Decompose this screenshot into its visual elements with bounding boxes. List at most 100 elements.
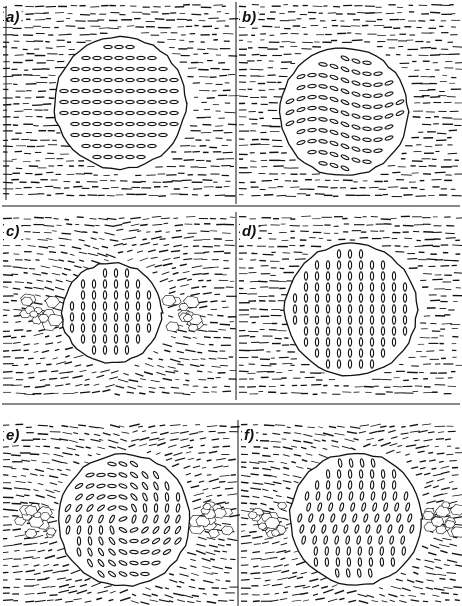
matrix-foliation-mark	[221, 588, 227, 589]
matrix-foliation-mark	[35, 6, 44, 7]
matrix-foliation-mark	[420, 594, 425, 595]
matrix-foliation-mark	[120, 590, 128, 593]
matrix-foliation-mark	[323, 589, 333, 593]
matrix-foliation-mark	[28, 246, 36, 247]
panel-d	[239, 216, 462, 394]
matrix-foliation-mark	[455, 565, 462, 566]
matrix-foliation-mark	[179, 567, 186, 569]
matrix-foliation-mark	[263, 254, 274, 255]
matrix-foliation-mark	[32, 105, 43, 106]
matrix-foliation-mark	[453, 517, 462, 519]
matrix-foliation-mark	[192, 499, 201, 502]
matrix-foliation-mark	[332, 585, 338, 587]
matrix-foliation-mark	[122, 238, 131, 239]
matrix-foliation-mark	[80, 392, 90, 393]
matrix-foliation-mark	[339, 598, 344, 599]
matrix-foliation-mark	[319, 454, 328, 457]
matrix-foliation-mark	[98, 427, 104, 428]
matrix-foliation-mark	[179, 581, 184, 583]
matrix-foliation-mark	[140, 602, 149, 604]
matrix-foliation-mark	[420, 468, 426, 469]
matrix-foliation-mark	[224, 245, 234, 246]
matrix-foliation-mark	[11, 455, 21, 456]
matrix-foliation-mark	[27, 283, 32, 284]
matrix-foliation-mark	[241, 580, 250, 581]
matrix-foliation-mark	[413, 572, 418, 574]
matrix-foliation-mark	[199, 588, 205, 589]
matrix-foliation-mark	[176, 230, 181, 231]
matrix-foliation-mark	[14, 330, 23, 331]
matrix-foliation-mark	[241, 536, 251, 537]
matrix-foliation-mark	[66, 26, 76, 27]
matrix-foliation-mark	[192, 595, 199, 596]
matrix-foliation-mark	[382, 601, 388, 602]
strain-shadow-grain	[45, 297, 60, 308]
matrix-foliation-mark	[165, 371, 175, 373]
matrix-foliation-mark	[452, 475, 459, 476]
matrix-foliation-mark	[434, 559, 441, 560]
matrix-foliation-mark	[435, 601, 441, 602]
matrix-foliation-mark	[62, 453, 72, 455]
matrix-foliation-mark	[84, 385, 89, 386]
matrix-foliation-mark	[283, 447, 293, 449]
matrix-foliation-mark	[72, 247, 81, 249]
matrix-foliation-mark	[77, 217, 84, 218]
matrix-foliation-mark	[430, 97, 440, 98]
matrix-foliation-mark	[129, 380, 139, 382]
matrix-foliation-mark	[43, 453, 50, 454]
panel-label-b: b)	[242, 9, 256, 26]
matrix-foliation-mark	[218, 358, 228, 359]
matrix-foliation-mark	[170, 425, 181, 426]
matrix-foliation-mark	[193, 466, 200, 468]
matrix-foliation-mark	[91, 238, 97, 240]
matrix-foliation-mark	[165, 595, 174, 598]
matrix-foliation-mark	[223, 446, 230, 447]
matrix-foliation-mark	[223, 152, 233, 153]
matrix-foliation-mark	[391, 437, 397, 439]
matrix-foliation-mark	[425, 566, 434, 569]
matrix-foliation-mark	[87, 592, 91, 593]
matrix-foliation-mark	[430, 545, 439, 548]
matrix-foliation-mark	[99, 239, 104, 240]
matrix-foliation-mark	[137, 251, 143, 253]
matrix-foliation-mark	[153, 351, 158, 353]
matrix-foliation-mark	[401, 573, 406, 575]
matrix-foliation-mark	[401, 427, 405, 428]
matrix-foliation-mark	[36, 446, 41, 447]
matrix-foliation-mark	[199, 481, 204, 482]
matrix-foliation-mark	[302, 460, 307, 462]
matrix-foliation-mark	[370, 424, 381, 427]
matrix-foliation-mark	[118, 379, 128, 382]
matrix-foliation-mark	[193, 337, 197, 338]
matrix-foliation-mark	[129, 445, 136, 448]
matrix-foliation-mark	[34, 303, 43, 305]
matrix-foliation-mark	[434, 588, 444, 590]
matrix-foliation-mark	[423, 493, 430, 495]
matrix-foliation-mark	[3, 467, 13, 468]
matrix-foliation-mark	[131, 237, 137, 239]
matrix-foliation-mark	[381, 443, 391, 447]
matrix-foliation-mark	[210, 301, 217, 302]
matrix-foliation-mark	[251, 474, 259, 475]
matrix-foliation-mark	[220, 475, 230, 476]
matrix-foliation-mark	[169, 601, 173, 602]
matrix-foliation-mark	[34, 217, 44, 218]
strain-shadow-grain	[442, 502, 450, 508]
matrix-foliation-mark	[177, 351, 184, 353]
matrix-foliation-mark	[448, 153, 457, 154]
matrix-foliation-mark	[301, 447, 306, 449]
matrix-foliation-mark	[54, 219, 59, 220]
matrix-foliation-mark	[197, 330, 207, 332]
matrix-foliation-mark	[260, 558, 271, 560]
matrix-foliation-mark	[199, 306, 207, 308]
matrix-foliation-mark	[65, 347, 73, 349]
matrix-foliation-mark	[292, 600, 302, 601]
matrix-foliation-mark	[171, 337, 176, 339]
matrix-foliation-mark	[85, 578, 91, 580]
matrix-foliation-mark	[13, 288, 20, 289]
matrix-foliation-mark	[168, 445, 177, 448]
matrix-foliation-mark	[202, 566, 211, 568]
matrix-foliation-mark	[332, 441, 339, 443]
matrix-foliation-mark	[190, 559, 195, 560]
panel-label-e: e)	[6, 427, 19, 444]
